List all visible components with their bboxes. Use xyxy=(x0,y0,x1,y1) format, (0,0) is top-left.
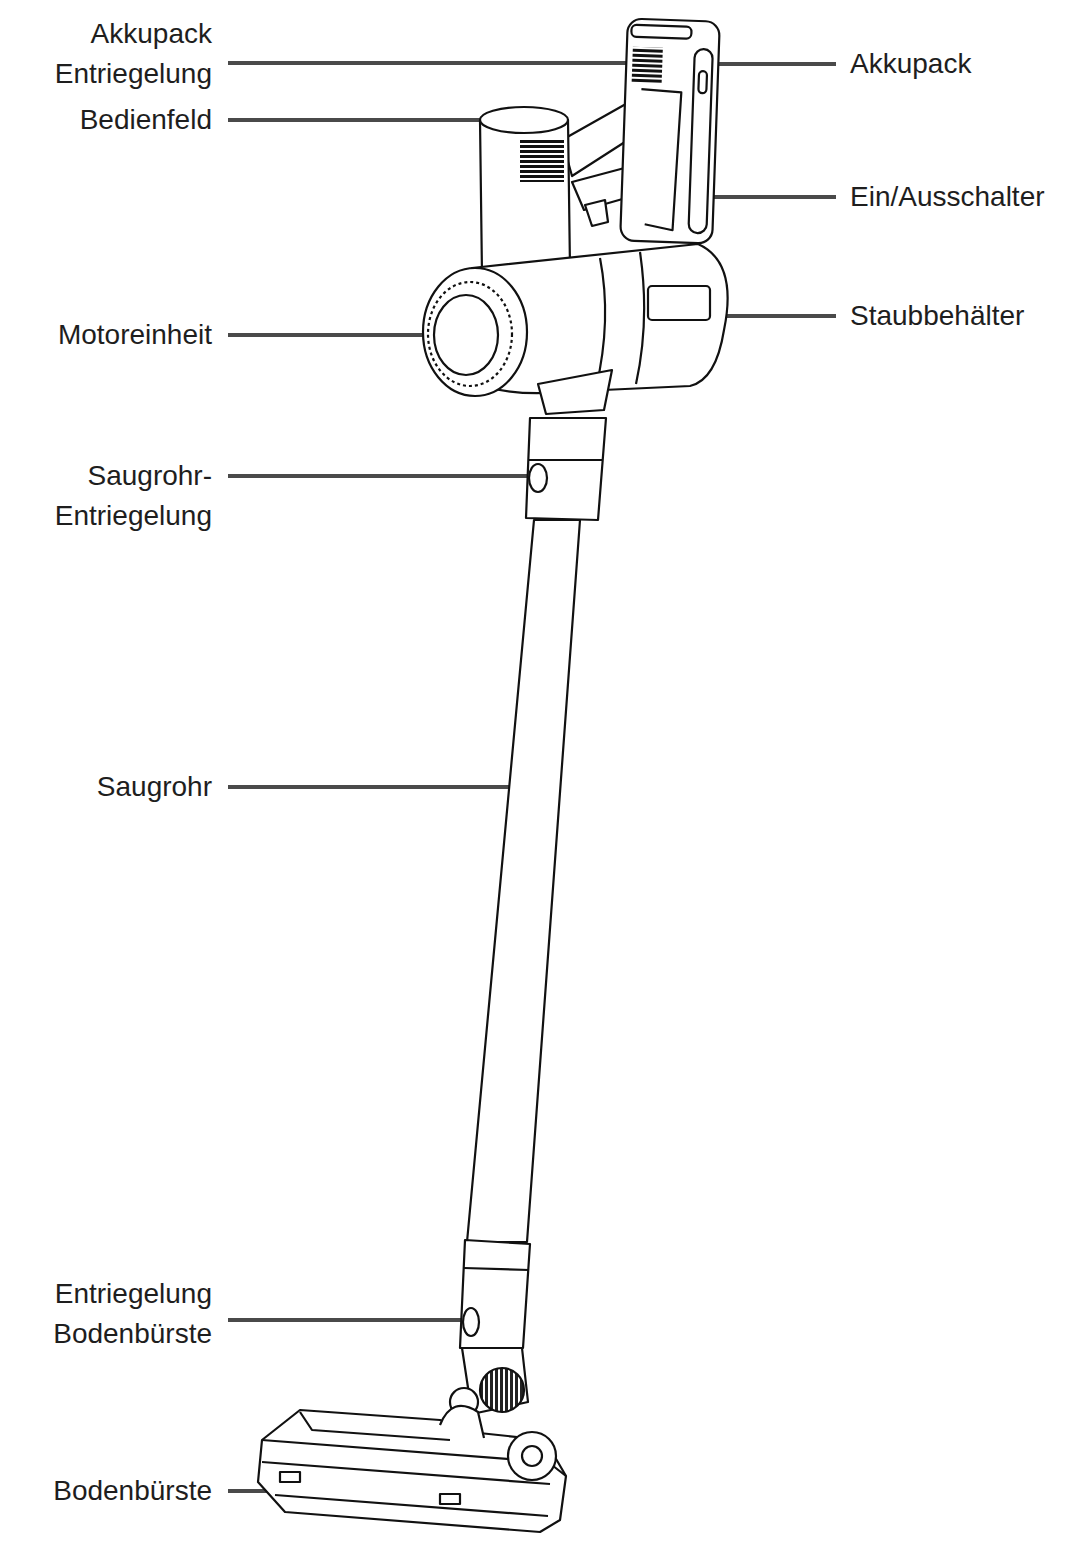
brush-wheel-hub xyxy=(522,1446,542,1466)
battery-grip xyxy=(688,49,712,234)
dust-bin-seam xyxy=(596,258,605,388)
suction-tube xyxy=(467,520,580,1242)
tube-release-button xyxy=(529,464,547,492)
motor-cap xyxy=(434,295,498,375)
leader-line xyxy=(228,785,530,789)
joint-gear xyxy=(480,1368,524,1412)
dust-bin-seam xyxy=(636,252,644,384)
coupling-edge xyxy=(529,459,603,461)
part-label: Ein/Ausschalter xyxy=(850,177,1045,217)
brush-edge xyxy=(300,1412,450,1440)
brush-mount xyxy=(440,1406,484,1438)
control-panel xyxy=(480,107,568,133)
part-label: Motoreinheit xyxy=(0,315,212,355)
battery-led xyxy=(698,71,707,93)
battery-top xyxy=(631,25,691,39)
motor-outer xyxy=(423,268,527,396)
vacuum-drawing xyxy=(258,19,728,1532)
battery-release xyxy=(632,47,663,84)
battery-body xyxy=(620,19,720,244)
motor-vent-ring xyxy=(428,282,512,386)
coupling-edge xyxy=(464,1268,529,1270)
power-trigger xyxy=(585,200,608,226)
floor-brush xyxy=(258,1410,566,1532)
leader-line xyxy=(228,474,530,478)
control-column xyxy=(480,120,570,275)
brush-clip xyxy=(440,1494,460,1504)
brush-edge xyxy=(275,1495,548,1516)
leader-line xyxy=(712,62,836,66)
leader-line xyxy=(228,118,512,122)
brush-coupling xyxy=(460,1240,530,1348)
leader-line xyxy=(228,1318,462,1322)
leader-lines xyxy=(228,63,836,1491)
dust-bin-window xyxy=(648,286,710,320)
part-label: Entriegelung Bodenbürste xyxy=(0,1274,212,1354)
part-label: Saugrohr xyxy=(0,767,212,807)
brush-release-button xyxy=(463,1308,479,1336)
leader-line xyxy=(228,61,626,65)
brush-wheel xyxy=(508,1432,556,1480)
part-label: Bedienfeld xyxy=(0,100,212,140)
part-label: Saugrohr- Entriegelung xyxy=(0,456,212,536)
tube-coupling xyxy=(526,418,606,520)
part-label: Bodenbürste xyxy=(0,1471,212,1511)
battery-pack xyxy=(620,19,720,244)
brush-edge xyxy=(262,1462,550,1484)
brush-clip xyxy=(280,1472,300,1482)
part-label: Akkupack Entriegelung xyxy=(0,14,212,94)
part-label: Staubbehälter xyxy=(850,296,1024,336)
battery-edge xyxy=(637,89,682,230)
neck xyxy=(538,370,612,414)
control-grip-texture xyxy=(520,140,564,182)
part-label: Akkupack xyxy=(850,44,971,84)
